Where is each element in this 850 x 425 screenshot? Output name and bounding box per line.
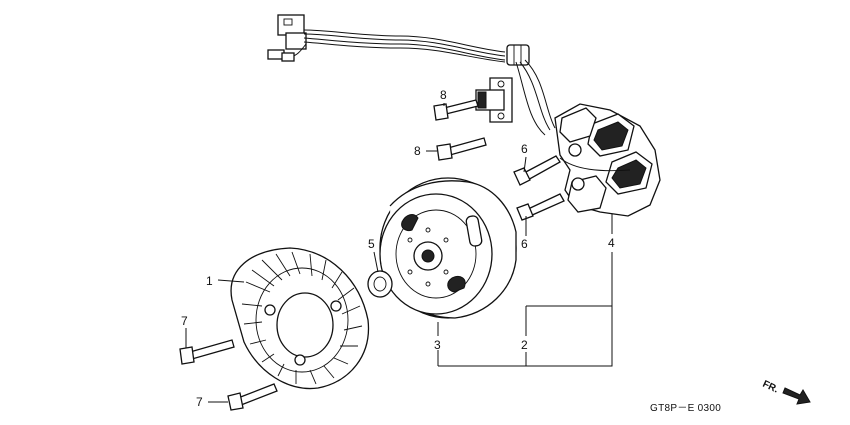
- front-indicator-label: FR.: [761, 379, 780, 396]
- bolt-7-lower: [227, 383, 278, 411]
- label-part-5: 5: [368, 237, 375, 251]
- label-part-6-lower: 6: [521, 237, 528, 251]
- leader-lines: [185, 103, 613, 403]
- label-part-1: 1: [206, 274, 213, 288]
- label-part-8-upper: 8: [440, 88, 447, 102]
- arrow-right-icon: [782, 387, 811, 405]
- wire-grommet: [506, 44, 530, 66]
- stator-coil: [554, 103, 661, 217]
- bolt-6-lower: [516, 193, 565, 221]
- cooling-fan: [230, 247, 370, 390]
- label-part-7-upper: 7: [181, 314, 188, 328]
- label-part-6-upper: 6: [521, 142, 528, 156]
- bolt-6-upper: [513, 155, 561, 186]
- diagram-code: GT8P－E 0300: [650, 403, 721, 414]
- nut-5: [367, 270, 393, 298]
- bolt-7-upper: [179, 339, 235, 365]
- wire-harness: [267, 14, 556, 136]
- label-part-7-lower: 7: [196, 395, 203, 409]
- label-part-8-lower: 8: [414, 144, 421, 158]
- label-part-4: 4: [608, 236, 615, 250]
- flywheel: [379, 177, 517, 319]
- bolt-8-upper: [433, 99, 479, 121]
- front-direction-arrow: FR.: [761, 379, 811, 405]
- bolt-8-lower: [436, 137, 487, 161]
- pulser-bracket: [475, 77, 513, 123]
- label-part-3: 3: [434, 338, 441, 352]
- label-part-2: 2: [521, 338, 528, 352]
